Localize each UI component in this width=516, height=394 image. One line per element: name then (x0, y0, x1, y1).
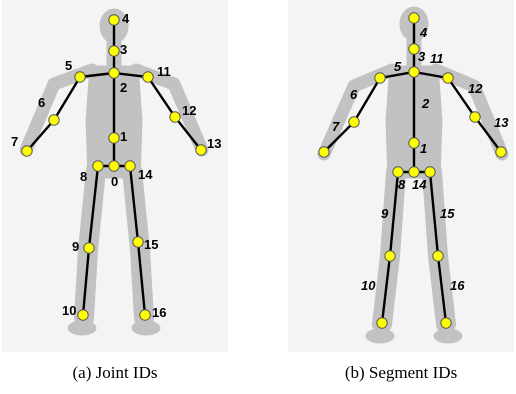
joint-9-marker (84, 243, 94, 253)
joint-4-marker (109, 15, 119, 25)
joint-4-label: 4 (122, 12, 129, 25)
segment-16-label: 16 (450, 279, 464, 292)
joint-14-label: 14 (138, 168, 152, 181)
segment-1-label: 1 (420, 142, 427, 155)
segment-4-label: 4 (420, 26, 427, 39)
segment-8-label: 8 (398, 178, 405, 191)
joint-10-marker (78, 310, 88, 320)
joint-0-marker (109, 161, 119, 171)
segment-13-label: 13 (494, 116, 508, 129)
caption-joint-ids: (a) Joint IDs (2, 352, 228, 394)
segment-skeleton-diagram (288, 0, 514, 352)
segment-14-label: 14 (412, 178, 426, 191)
joint-13-label: 13 (207, 137, 221, 150)
segment-10-label: 10 (361, 279, 375, 292)
joint-11-marker (143, 72, 153, 82)
joint-ids-panel: 4 3 2 5 11 6 12 7 13 1 8 0 14 9 15 10 16 (2, 0, 228, 352)
joint-7-label: 7 (11, 135, 18, 148)
joint-9-label: 9 (72, 240, 79, 253)
joint-5-marker (75, 72, 85, 82)
joint-2-label: 2 (120, 81, 127, 94)
segment-12-label: 12 (468, 82, 482, 95)
segment-15-label: 15 (440, 207, 454, 220)
joint-14-marker (125, 161, 135, 171)
joint-3-marker (109, 46, 119, 56)
joint-10-label: 10 (62, 304, 76, 317)
joint-6-label: 6 (38, 96, 45, 109)
segment-2-label: 2 (422, 97, 429, 110)
segment-9-label: 9 (381, 207, 388, 220)
segment-ids-panel: 4 3 11 5 12 6 2 7 13 1 8 14 9 15 10 16 (288, 0, 514, 352)
joint-13-marker (196, 145, 206, 155)
joint-8-marker (93, 161, 103, 171)
segment-7-label: 7 (332, 120, 339, 133)
joint-7-marker (22, 146, 32, 156)
joint-15-label: 15 (144, 238, 158, 251)
segment-5-label: 5 (394, 60, 401, 73)
joint-1-marker (109, 133, 119, 143)
caption-segment-ids: (b) Segment IDs (288, 352, 514, 394)
joint-11-label: 11 (157, 65, 171, 78)
joint-12-label: 12 (182, 104, 196, 117)
joint-16-label: 16 (152, 306, 166, 319)
joint-16-marker (140, 310, 150, 320)
joint-2-marker (109, 68, 119, 78)
joint-15-marker (133, 237, 143, 247)
segment-11-label: 11 (430, 52, 444, 65)
joint-12-marker (170, 112, 180, 122)
segment-3-label: 3 (418, 50, 425, 63)
joint-6-marker (49, 115, 59, 125)
joint-3-label: 3 (120, 43, 127, 56)
joint-0-label: 0 (111, 175, 118, 188)
joint-8-label: 8 (80, 170, 87, 183)
joint-1-label: 1 (120, 130, 127, 143)
joint-5-label: 5 (65, 59, 72, 72)
segment-6-label: 6 (350, 88, 357, 101)
